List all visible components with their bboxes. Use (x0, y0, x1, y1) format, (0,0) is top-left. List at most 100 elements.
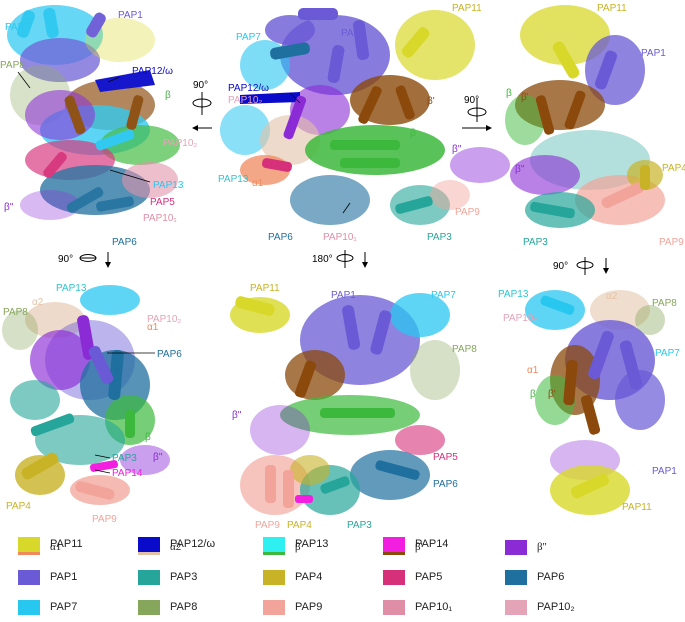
legend-label: PAP11 (50, 538, 83, 550)
svg-text:90°: 90° (553, 261, 568, 272)
legend-item: PAP5 (383, 569, 442, 585)
label-pap8: PAP8 (652, 298, 677, 309)
label-alpha2: α2 (32, 297, 44, 308)
legend-label: PAP7 (50, 601, 78, 613)
label-alpha2: α2 (606, 291, 618, 302)
molecule-cartoon (505, 5, 665, 228)
legend-swatch (18, 569, 40, 585)
label-pap1: PAP1 (331, 290, 356, 301)
label-beta-dprime: β'' (452, 144, 462, 155)
label-beta-prime: β' (548, 389, 556, 400)
panel-bottom-left: PAP13 PAP8 α2 PAP10₂ α1 PAP6 β β'' PAP3 … (2, 283, 182, 525)
legend-label: PAP10₂ (537, 601, 575, 613)
legend-label: α2 (170, 541, 182, 553)
legend-item: PAP11 (18, 536, 83, 552)
legend-swatch (138, 599, 160, 615)
label-beta-dprime: β'' (515, 164, 525, 175)
label-beta: β (410, 128, 416, 139)
legend-swatch (138, 569, 160, 585)
legend-label: β'' (537, 541, 547, 553)
rotation-arrow-1: 90° (192, 80, 212, 131)
panel-top-center: PAP7 PAP1 PAP11 PAP12/ω PAP10₂ β' β β'' … (218, 3, 510, 243)
panel-bottom-center: PAP11 PAP1 PAP7 PAP8 β'' PAP5 PAP6 PAP9 … (230, 283, 477, 531)
label-pap11: PAP11 (597, 3, 627, 14)
legend-item: PAP14 (383, 536, 448, 552)
label-pap3: PAP3 (112, 453, 137, 464)
legend-item: PAP3 (138, 569, 197, 585)
label-pap10-2: PAP10₂ (163, 138, 197, 149)
legend-item: PAP7 (18, 599, 77, 615)
legend-label: PAP12/ω (170, 538, 216, 550)
label-pap13: PAP13 (218, 174, 249, 185)
svg-text:90°: 90° (58, 254, 73, 265)
label-beta-prime: β' (521, 92, 529, 103)
rotation-arrow-4: 180° (312, 250, 368, 268)
label-beta-prime: β' (427, 96, 435, 107)
label-pap9: PAP9 (92, 514, 117, 525)
label-pap1: PAP1 (341, 28, 366, 39)
legend-item: PAP12/ω (138, 536, 215, 552)
label-pap12: PAP12/ω (132, 66, 173, 77)
label-beta: β (165, 90, 171, 101)
label-pap13: PAP13 (498, 289, 529, 300)
svg-text:90°: 90° (464, 95, 479, 106)
rotation-arrow-3: 90° (58, 252, 111, 268)
callout-lines (17, 71, 151, 183)
label-pap6: PAP6 (112, 237, 137, 248)
label-pap9: PAP9 (255, 520, 280, 531)
label-pap7: PAP7 (431, 290, 456, 301)
legend-swatch (18, 536, 40, 552)
label-pap7: PAP7 (655, 348, 680, 359)
label-pap14: PAP14 (112, 468, 143, 479)
label-pap13: PAP13 (56, 283, 87, 294)
legend-item: PAP10₂ (505, 599, 575, 615)
label-beta: β (506, 88, 512, 99)
legend-swatch (138, 536, 160, 552)
legend-label: β (295, 541, 301, 553)
label-pap12: PAP12/ω (228, 83, 269, 94)
rotation-arrow-2: 90° (462, 95, 492, 131)
callout-lines (289, 92, 351, 214)
panel-top-right: PAP11 PAP1 β β' PAP4 β'' PAP3 PAP9 (505, 3, 685, 248)
label-beta-dprime: β'' (153, 452, 163, 463)
label-pap4: PAP4 (662, 163, 685, 174)
label-pap10-2: PAP10₂ (147, 314, 181, 325)
legend-label: PAP14 (415, 538, 449, 550)
legend-item: β'' (505, 539, 547, 555)
label-pap6: PAP6 (268, 232, 293, 243)
label-pap4: PAP4 (287, 520, 312, 531)
legend-swatch (383, 599, 405, 615)
legend-label: PAP10₁ (415, 601, 453, 613)
rotation-arrow-5: 90° (553, 257, 609, 275)
legend-label: PAP8 (170, 601, 198, 613)
legend-swatch (263, 569, 285, 585)
label-pap8: PAP8 (0, 60, 25, 71)
label-beta: β (530, 389, 536, 400)
legend-item: PAP9 (263, 599, 322, 615)
label-pap1: PAP1 (652, 466, 677, 477)
label-pap1: PAP1 (641, 48, 666, 59)
label-pap6: PAP6 (157, 349, 182, 360)
svg-text:180°: 180° (312, 254, 333, 265)
molecule-cartoon (220, 8, 510, 225)
legend-item: PAP4 (263, 569, 322, 585)
label-pap8: PAP8 (452, 344, 477, 355)
label-alpha1: α1 (252, 178, 264, 189)
label-beta: β (145, 432, 151, 443)
label-pap11: PAP11 (452, 3, 482, 14)
label-alpha1: α1 (527, 365, 539, 376)
legend-swatch (383, 536, 405, 552)
legend-label: β' (415, 541, 423, 553)
legend-label: PAP1 (50, 571, 78, 583)
label-pap5: PAP5 (433, 452, 458, 463)
legend-label: PAP5 (415, 571, 443, 583)
label-pap6: PAP6 (433, 479, 458, 490)
legend-swatch (383, 569, 405, 585)
legend-swatch (18, 599, 40, 615)
label-pap3: PAP3 (427, 232, 452, 243)
legend-swatch (263, 599, 285, 615)
label-beta-dprime: β'' (232, 410, 242, 421)
molecule-cartoon (230, 293, 460, 515)
molecule-cartoon (2, 285, 170, 505)
legend-swatch (505, 569, 527, 585)
